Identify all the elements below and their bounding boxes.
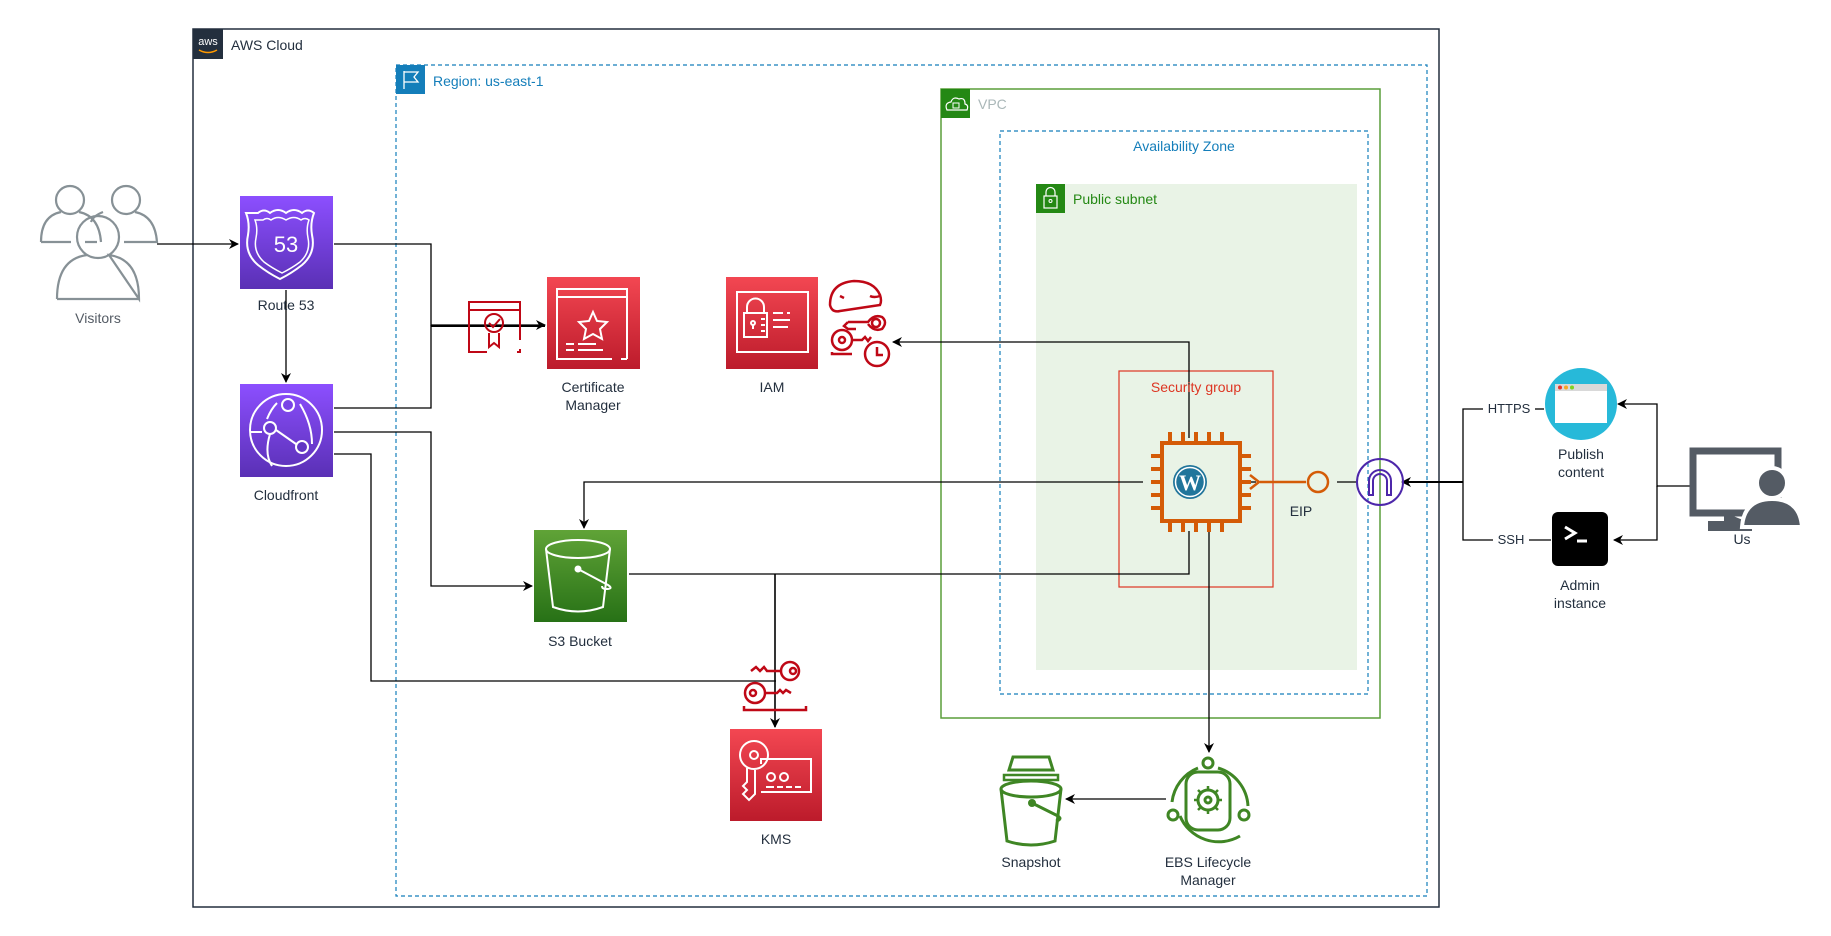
- iam-label: IAM: [759, 379, 785, 395]
- ebs-lifecycle-manager-icon[interactable]: [1166, 756, 1251, 844]
- admin-instance-icon[interactable]: [1552, 512, 1608, 566]
- availability-zone-group: [999, 130, 1369, 695]
- aws-cloud-group: aws: [192, 28, 1440, 908]
- edge-cloudfront-certmgr: [334, 325, 432, 409]
- aws-cloud-label: AWS Cloud: [231, 37, 303, 53]
- edge-s3-ec2: [629, 531, 1190, 575]
- iam-role-icon[interactable]: [828, 279, 891, 368]
- snapshot-icon[interactable]: [999, 755, 1063, 847]
- edge-cloudfront-s3: [334, 431, 533, 591]
- ec2-wordpress-node[interactable]: W: [1151, 432, 1251, 532]
- connectors: [157, 239, 1692, 804]
- region-group: [395, 64, 1428, 897]
- public-subnet-label: Public subnet: [1073, 191, 1158, 207]
- s3-bucket-label: S3 Bucket: [548, 633, 612, 649]
- route53-shield-icon: [244, 209, 316, 281]
- subnet-lock-icon: [1036, 184, 1065, 213]
- availability-zone-label: Availability Zone: [1133, 138, 1235, 154]
- admin-instance-label: Admin instance: [1553, 577, 1607, 611]
- security-group-label: Security group: [1150, 379, 1242, 395]
- us-label: Us: [1733, 531, 1751, 547]
- public-subnet-group: [1036, 184, 1357, 670]
- kms-node[interactable]: [730, 729, 822, 821]
- edge-https: [1462, 408, 1485, 482]
- ebs-lifecycle-manager-label: EBS Lifecycle Manager: [1164, 854, 1252, 888]
- snapshot-label: Snapshot: [1001, 854, 1061, 870]
- iam-node[interactable]: [726, 277, 818, 369]
- edge-us-admin: [1613, 486, 1658, 545]
- edge-ssh: [1462, 482, 1495, 541]
- certificate-manager-node[interactable]: [547, 277, 640, 369]
- internet-gateway-icon[interactable]: [1356, 458, 1404, 506]
- certificate-manager-label: Certificate Manager: [561, 379, 625, 413]
- https-edge-label: HTTPS: [1483, 400, 1535, 418]
- visitors-icon[interactable]: [39, 184, 159, 303]
- certificate-manager-icon: [556, 288, 628, 360]
- us-icon[interactable]: [1689, 447, 1805, 531]
- visitors-label: Visitors: [75, 310, 121, 326]
- cloudfront-label: Cloudfront: [253, 487, 319, 503]
- publish-content-label: Publish content: [1558, 446, 1604, 480]
- svg-text:W: W: [1179, 470, 1201, 495]
- edge-route53-certmgr: [334, 243, 546, 330]
- vpc-label: VPC: [978, 96, 1007, 112]
- ssh-edge-label: SSH: [1493, 531, 1529, 549]
- ec2-chip-pins-icon: [1151, 432, 1251, 532]
- svg-text:aws: aws: [198, 36, 218, 48]
- kms-key-icon: [739, 740, 812, 802]
- vpc-group: [940, 88, 1381, 719]
- svg-text:53: 53: [274, 232, 298, 257]
- cloudfront-globe-icon: [249, 393, 323, 467]
- eip-icon: [1306, 470, 1330, 494]
- security-group: [1118, 370, 1274, 588]
- edge-cloudfront-kms: [334, 453, 776, 682]
- edge-ec2-iam: [892, 337, 1190, 438]
- kms-label: KMS: [760, 831, 792, 847]
- wordpress-icon: W: [1173, 465, 1207, 499]
- region-label: Region: us-east-1: [433, 73, 544, 89]
- region-flag-icon: [396, 65, 425, 94]
- certificate-icon: [468, 301, 521, 353]
- eip-label: EIP: [1289, 503, 1313, 519]
- edge-ec2-s3: [579, 481, 1143, 529]
- s3-bucket-node[interactable]: [534, 530, 627, 622]
- iam-lock-icon: [736, 291, 809, 353]
- kms-keys-icon: [742, 660, 808, 712]
- cloudfront-node[interactable]: [240, 384, 333, 477]
- eip-connector: [1249, 470, 1330, 494]
- route53-node[interactable]: 53: [240, 196, 333, 289]
- publish-content-icon[interactable]: [1545, 368, 1617, 440]
- route53-label: Route 53: [257, 297, 315, 313]
- aws-logo-icon: [193, 29, 223, 59]
- s3-bucket-icon: [545, 539, 612, 613]
